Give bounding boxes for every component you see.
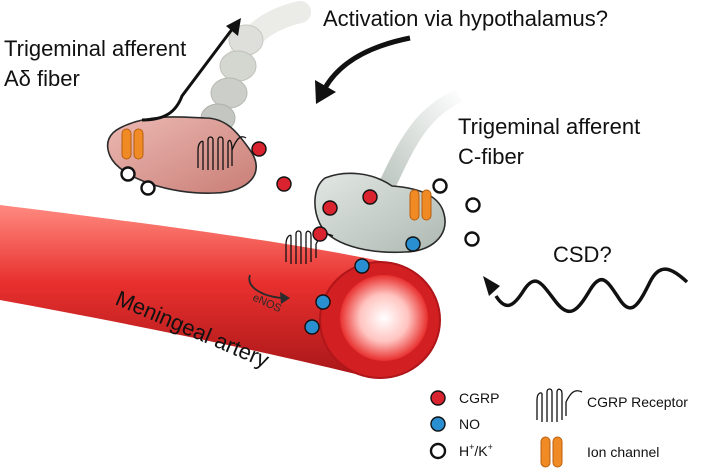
cgrp-receptor bbox=[197, 136, 247, 170]
arrowhead-icon bbox=[315, 80, 336, 104]
meningeal-artery bbox=[0, 205, 441, 379]
cgrp-receptor bbox=[285, 230, 334, 264]
legend: CGRP NO H+/K+ CGRP Receptor Ion channel bbox=[429, 388, 688, 468]
c-fiber-label-line2: C-fiber bbox=[458, 144, 524, 169]
adelta-fiber-label-line1: Trigeminal afferent bbox=[4, 36, 186, 61]
legend-no-label: NO bbox=[459, 416, 480, 432]
no-molecules bbox=[304, 236, 421, 335]
legend-receptor-label: CGRP Receptor bbox=[587, 394, 688, 410]
c-fiber-label-line1: Trigeminal afferent bbox=[458, 114, 640, 139]
legend-ion-channel-swatch bbox=[540, 436, 563, 468]
ion-channel bbox=[409, 189, 432, 221]
legend-cgrp-swatch bbox=[430, 390, 446, 406]
legend-no-swatch bbox=[430, 416, 446, 432]
legend-cgrp-label: CGRP bbox=[459, 390, 499, 406]
adelta-fiber-label-line2: Aδ fiber bbox=[4, 66, 80, 91]
hypothalamus-arrow bbox=[322, 35, 411, 90]
legend-ion-swatch bbox=[429, 442, 447, 460]
adelta-fiber-neuron bbox=[106, 1, 311, 194]
activation-label: Activation via hypothalamus? bbox=[323, 6, 608, 31]
csd-label: CSD? bbox=[553, 242, 612, 267]
arrow-up-icon bbox=[226, 18, 241, 36]
csd-wave bbox=[494, 267, 689, 314]
cgrp-molecules bbox=[251, 141, 378, 242]
arrowhead-icon bbox=[483, 276, 500, 296]
ion-circles bbox=[120, 166, 481, 247]
legend-ion-channel-label: Ion channel bbox=[587, 444, 659, 460]
artery-lumen bbox=[340, 275, 428, 361]
legend-ions-label: H+/K+ bbox=[459, 442, 493, 459]
arrowhead-icon bbox=[280, 292, 290, 304]
ion-channel bbox=[121, 128, 144, 160]
enos-arrow bbox=[248, 274, 283, 299]
legend-receptor-swatch bbox=[536, 388, 583, 422]
c-fiber-neuron bbox=[314, 90, 462, 254]
